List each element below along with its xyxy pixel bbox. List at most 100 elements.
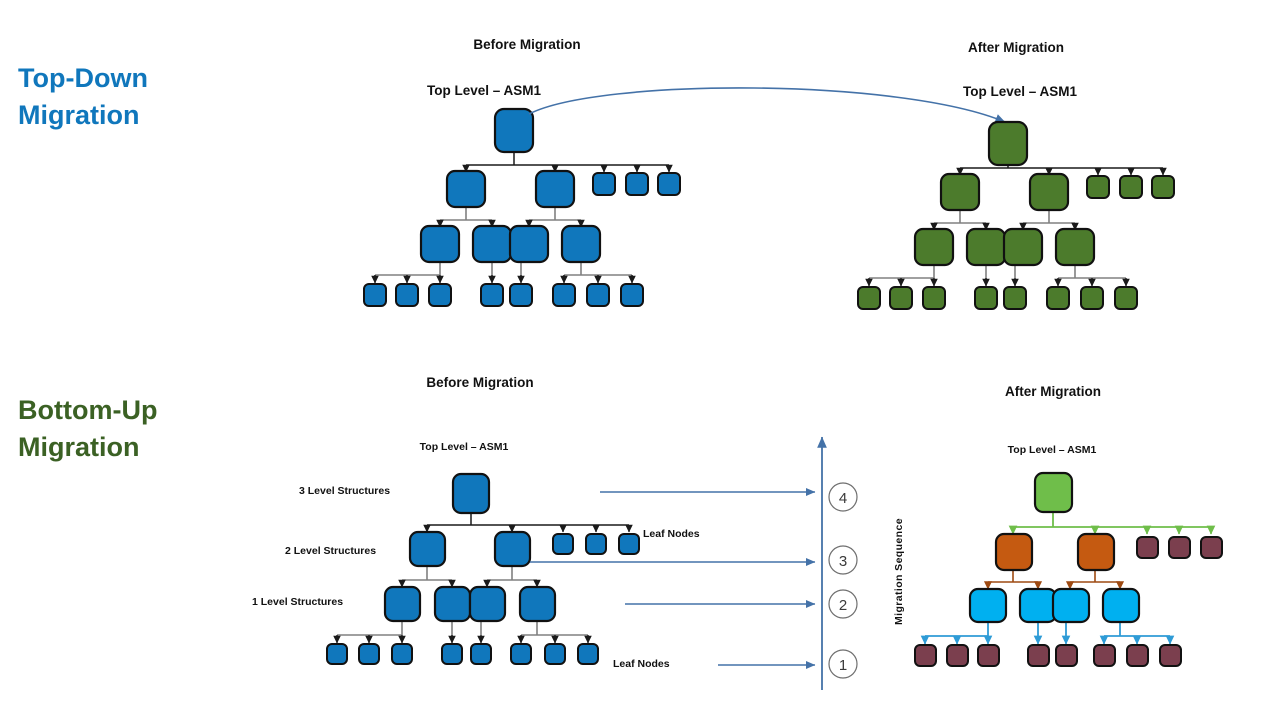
migration-sequence-axis: 4 3 2 1 bbox=[530, 436, 858, 690]
bottom-up-title-line1: Bottom-Up bbox=[18, 395, 158, 425]
node-level3 bbox=[419, 224, 461, 264]
node-level2 bbox=[445, 169, 487, 209]
node-level3 bbox=[471, 224, 513, 264]
sequence-number-3: 3 bbox=[839, 553, 847, 570]
node-leaf bbox=[1055, 644, 1078, 667]
node-leaf bbox=[618, 533, 640, 555]
node-level2 bbox=[994, 532, 1034, 572]
node-leaf bbox=[358, 643, 380, 665]
heading-before-migration-top: Before Migration bbox=[473, 37, 581, 52]
sequence-circle-2 bbox=[828, 589, 858, 619]
sequence-number-4: 4 bbox=[839, 490, 847, 507]
node-level3 bbox=[1002, 227, 1044, 267]
node-leaf bbox=[922, 286, 946, 310]
sequence-circle-1 bbox=[828, 649, 858, 679]
node-leaf bbox=[480, 283, 504, 307]
node-level3 bbox=[1054, 227, 1096, 267]
node-leaf bbox=[544, 643, 566, 665]
label-leaf-nodes-mid: Leaf Nodes bbox=[643, 528, 700, 540]
node-leaf bbox=[1151, 175, 1175, 199]
label-top-level-asm1-after-top: Top Level – ASM1 bbox=[962, 84, 1078, 99]
node-leaf bbox=[577, 643, 599, 665]
node-level3 bbox=[560, 224, 602, 264]
node-level2 bbox=[493, 530, 532, 568]
node-leaf bbox=[1119, 175, 1143, 199]
node-root bbox=[1033, 471, 1074, 514]
tree-bottom-up-after bbox=[914, 471, 1223, 667]
row-label-2-level-structures: 2 Level Structures bbox=[285, 545, 377, 557]
node-leaf bbox=[592, 172, 616, 196]
node-leaf bbox=[889, 286, 913, 310]
node-leaf bbox=[1126, 644, 1149, 667]
node-level3 bbox=[433, 585, 472, 623]
sequence-number-2: 2 bbox=[839, 597, 847, 614]
node-leaf bbox=[1093, 644, 1116, 667]
node-leaf bbox=[395, 283, 419, 307]
node-leaf bbox=[363, 283, 387, 307]
node-leaf bbox=[620, 283, 644, 307]
bottom-up-title-line2: Migration bbox=[18, 432, 140, 463]
sequence-number-1: 1 bbox=[839, 657, 847, 674]
node-leaf bbox=[1136, 536, 1159, 559]
node-leaf bbox=[946, 644, 969, 667]
tree-bottom-up-before bbox=[326, 472, 640, 665]
node-leaf bbox=[1080, 286, 1104, 310]
node-leaf bbox=[1114, 286, 1138, 310]
node-level2 bbox=[408, 530, 447, 568]
node-leaf bbox=[510, 643, 532, 665]
sequence-circle-3 bbox=[828, 545, 858, 575]
row-label-1-level-structures: 1 Level Structures bbox=[252, 596, 344, 608]
node-leaf bbox=[977, 644, 1000, 667]
node-leaf bbox=[552, 283, 576, 307]
node-level2 bbox=[534, 169, 576, 209]
node-root bbox=[451, 472, 491, 515]
node-leaf bbox=[1027, 644, 1050, 667]
node-level3 bbox=[468, 585, 507, 623]
section-title-top-down: Top-Down Migration bbox=[18, 60, 148, 135]
node-level3 bbox=[965, 227, 1007, 267]
node-level3 bbox=[913, 227, 955, 267]
node-level3 bbox=[1101, 587, 1141, 624]
tree-top-down-before bbox=[363, 107, 681, 307]
node-leaf bbox=[657, 172, 681, 196]
node-level3 bbox=[383, 585, 422, 623]
section-title-bottom-up: Bottom-Up Migration bbox=[18, 392, 157, 467]
tree-top-down-after bbox=[857, 120, 1175, 310]
node-leaf bbox=[585, 533, 607, 555]
node-leaf bbox=[552, 533, 574, 555]
row-label-3-level-structures: 3 Level Structures bbox=[299, 485, 391, 497]
node-leaf bbox=[470, 643, 492, 665]
node-root bbox=[493, 107, 535, 154]
migration-curved-arrow bbox=[528, 87, 1006, 123]
node-level3 bbox=[1051, 587, 1091, 624]
node-level2 bbox=[1028, 172, 1070, 212]
node-leaf bbox=[509, 283, 533, 307]
heading-after-migration-bottom: After Migration bbox=[1005, 384, 1101, 399]
node-level2 bbox=[1076, 532, 1116, 572]
node-leaf bbox=[326, 643, 348, 665]
node-level3 bbox=[518, 585, 557, 623]
heading-before-migration-bottom: Before Migration bbox=[426, 375, 534, 390]
node-level3 bbox=[968, 587, 1008, 624]
node-leaf bbox=[1046, 286, 1070, 310]
node-leaf bbox=[857, 286, 881, 310]
top-down-title-line1: Top-Down bbox=[18, 63, 148, 93]
node-root bbox=[987, 120, 1029, 167]
node-leaf bbox=[441, 643, 463, 665]
node-leaf bbox=[1086, 175, 1110, 199]
node-level3 bbox=[1018, 587, 1058, 624]
label-leaf-nodes-bottom: Leaf Nodes bbox=[613, 658, 670, 670]
sequence-circle-4 bbox=[828, 482, 858, 512]
label-top-level-asm1-before-top: Top Level – ASM1 bbox=[426, 83, 542, 98]
node-leaf bbox=[974, 286, 998, 310]
label-top-level-asm1-after-bottom: Top Level – ASM1 bbox=[1007, 444, 1097, 456]
node-leaf bbox=[625, 172, 649, 196]
node-level2 bbox=[939, 172, 981, 212]
node-level3 bbox=[508, 224, 550, 264]
label-top-level-asm1-before-bottom: Top Level – ASM1 bbox=[419, 441, 509, 453]
node-leaf bbox=[914, 644, 937, 667]
node-leaf bbox=[1200, 536, 1223, 559]
node-leaf bbox=[1159, 644, 1182, 667]
